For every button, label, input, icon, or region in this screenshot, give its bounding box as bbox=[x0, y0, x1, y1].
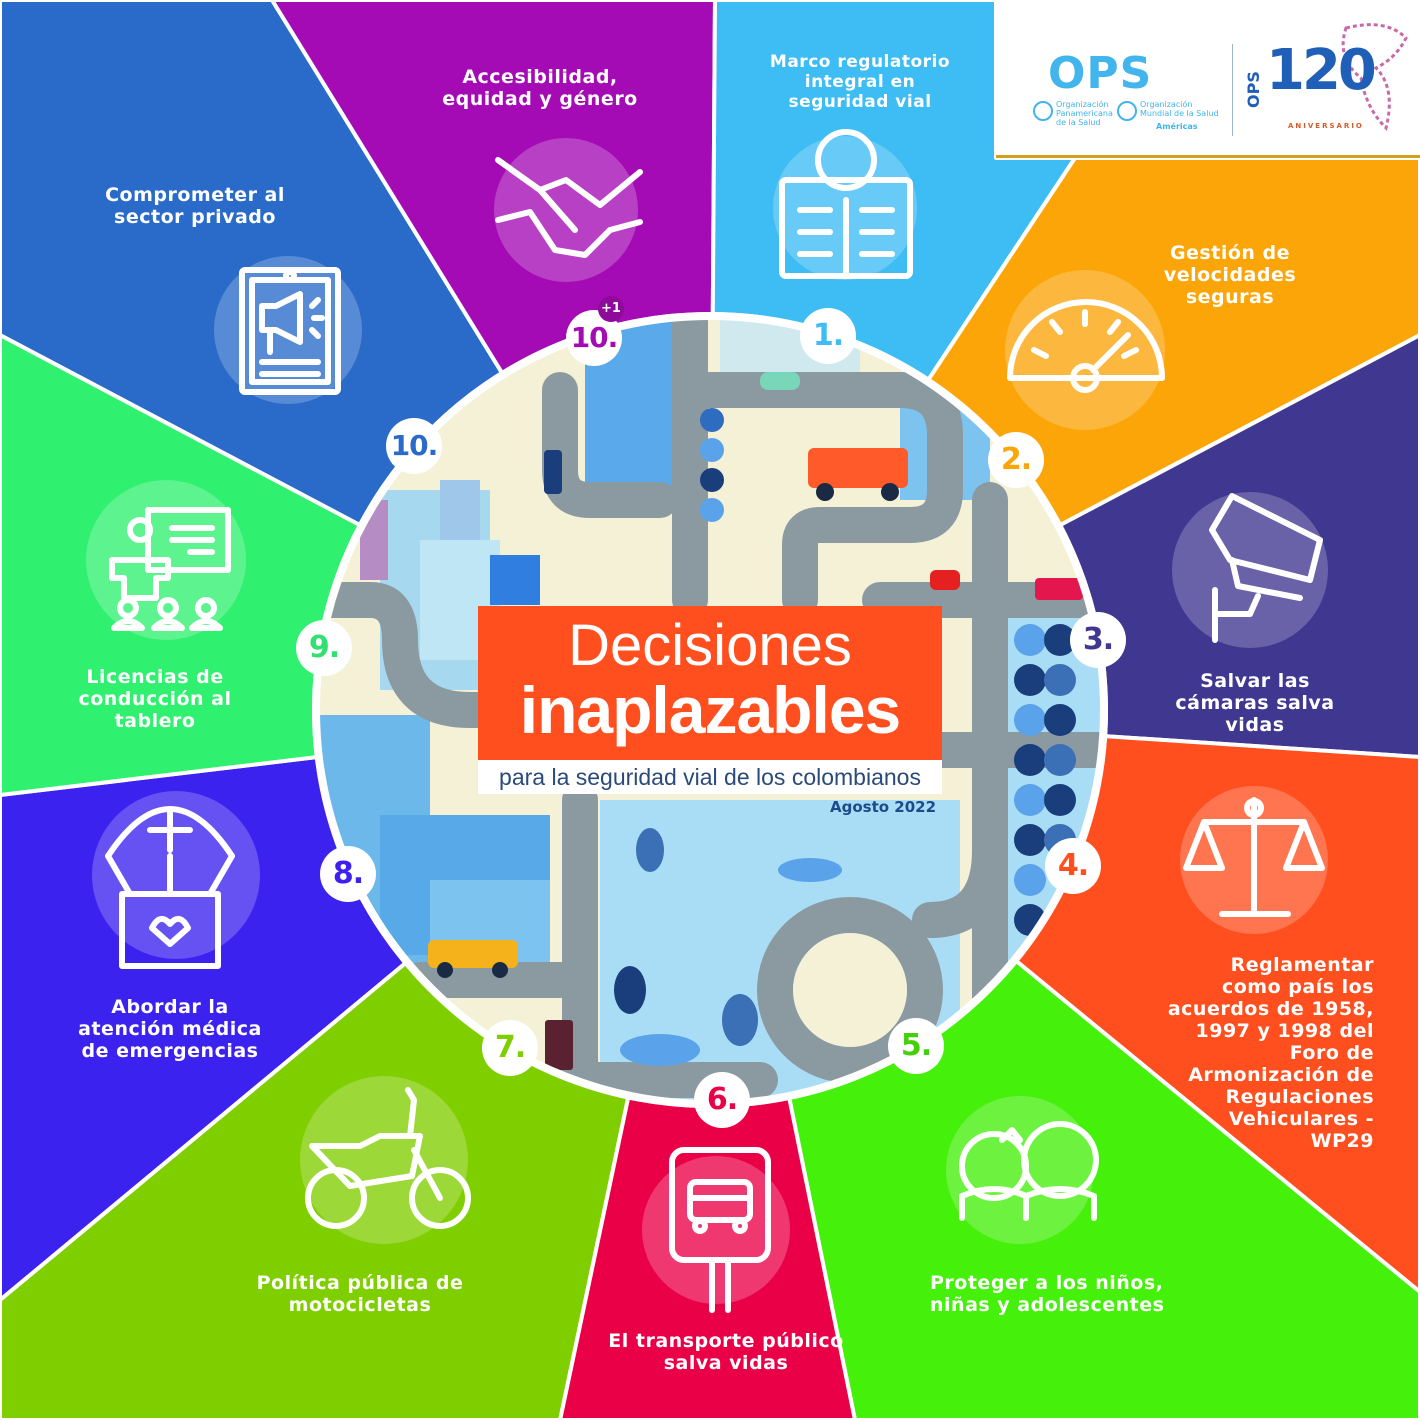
badge-1: 1. bbox=[800, 308, 856, 364]
subtitle: para la seguridad vial de los colombiano… bbox=[499, 764, 921, 790]
label-velocidades: Gestión de velocidades seguras bbox=[1163, 242, 1297, 308]
label-proteger-ninos: Proteger a los niños, niñas y adolescent… bbox=[930, 1272, 1165, 1316]
ops-logo: OPS bbox=[1048, 48, 1153, 99]
badge-4: 4. bbox=[1045, 838, 1101, 894]
who-name: Organización Mundial de la Salud bbox=[1140, 100, 1219, 118]
paho-emblem-icon bbox=[1033, 101, 1053, 121]
anniversary-number: 120 bbox=[1266, 38, 1377, 103]
paho-name: Organización Panamericana de la Salud bbox=[1056, 100, 1113, 127]
who-region: Américas bbox=[1156, 122, 1198, 131]
title-line-1: Decisiones bbox=[568, 613, 852, 678]
logo-box: OPS Organización Panamericana de la Salu… bbox=[996, 0, 1420, 158]
logo-divider bbox=[1232, 44, 1233, 136]
badge-5: 5. bbox=[888, 1018, 944, 1074]
date-label: Agosto 2022 bbox=[830, 798, 937, 816]
plus-one-badge: +1 bbox=[598, 296, 624, 322]
red-car bbox=[808, 448, 908, 488]
label-transporte-publico: El transporte público salva vidas bbox=[608, 1330, 844, 1374]
label-accesibilidad: Accesibilidad, equidad y género bbox=[442, 66, 638, 110]
label-licencias: Licencias de conducción al tablero bbox=[78, 666, 232, 732]
taxi bbox=[428, 940, 518, 968]
badge-2: 2. bbox=[988, 432, 1044, 488]
subtitle-box: para la seguridad vial de los colombiano… bbox=[478, 760, 942, 794]
who-emblem-icon bbox=[1117, 101, 1137, 121]
label-motocicletas: Política pública de motocicletas bbox=[256, 1272, 464, 1316]
label-sector-privado: Comprometer al sector privado bbox=[105, 184, 285, 228]
title-box: Decisiones inaplazables bbox=[478, 606, 942, 760]
badge-3: 3. bbox=[1070, 612, 1126, 668]
title-line-2: inaplazables bbox=[519, 673, 902, 747]
badge-9: 9. bbox=[296, 620, 352, 676]
badge-8: 8. bbox=[320, 846, 376, 902]
label-marco-regulatorio: Marco regulatorio integral en seguridad … bbox=[769, 52, 951, 112]
anniversary-label: ANIVERSARIO bbox=[1288, 122, 1364, 130]
label-camaras: Salvar las cámaras salva vidas bbox=[1175, 670, 1335, 736]
label-reglamentar: Reglamentar como país los acuerdos de 19… bbox=[1167, 954, 1374, 1152]
badge-7: 7. bbox=[482, 1020, 538, 1076]
badge-6: 6. bbox=[694, 1072, 750, 1128]
badge-10: 10. bbox=[386, 418, 442, 474]
anniversary-prefix: OPS bbox=[1244, 71, 1263, 108]
label-atencion-medica: Abordar la atención médica de emergencia… bbox=[78, 996, 262, 1062]
